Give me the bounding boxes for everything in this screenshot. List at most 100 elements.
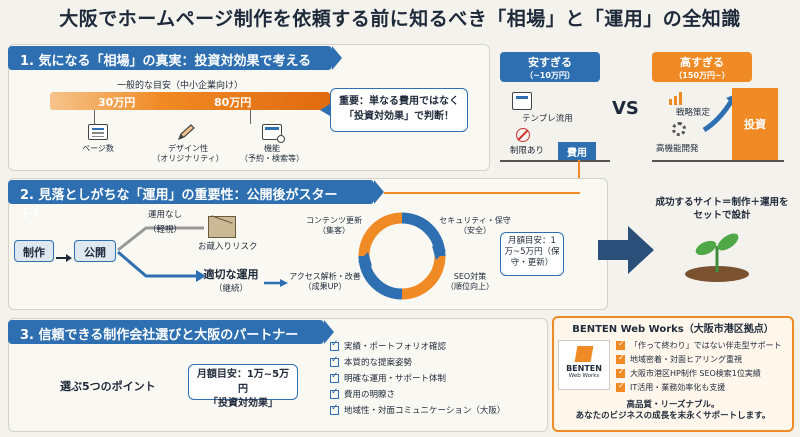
branch-lines (117, 226, 206, 282)
cycle-sub: （成果UP） (303, 282, 347, 291)
no-ops-label: 運用なし （軽視） (140, 210, 190, 235)
checklist-item: 地域性・対面コミュニケーション（大阪） (330, 403, 530, 416)
pages-icon (88, 124, 108, 140)
high-header: 高すぎる （150万円~） (652, 52, 752, 82)
cheap-range: （~10万円） (525, 71, 575, 80)
price-low: 30万円 (98, 96, 136, 109)
factor-label: ページ数 (82, 144, 114, 153)
benten-footer-line1: 高品質・リーズナブル。 (626, 400, 720, 410)
roi-bubble: 月額目安：1万~5万円 「投資対効果」 (188, 364, 298, 409)
logo-sub: Web Works (568, 373, 600, 379)
checkbox-icon (330, 387, 339, 399)
cycle-label: アクセス解析・改善 (289, 272, 361, 281)
big-arrow-icon (598, 226, 654, 274)
sprout-icon (682, 228, 752, 282)
benten-point: 「作って終わり」ではない伴走型サポート (616, 339, 792, 351)
high-bar-label: 投資 (744, 118, 766, 131)
range-marker-low (94, 110, 95, 124)
benten-point: 地域密着・対面ヒアリング重視 (616, 353, 792, 365)
logo-text: BENTEN (566, 364, 602, 373)
checklist-item: 明確な運用・サポート体制 (330, 371, 530, 384)
factor-function: 機能 （予約・検索等） (236, 144, 308, 164)
high-bar: 投資 (732, 88, 778, 160)
roi-bubble-monthly: 月額目安：1万~5万円 (196, 369, 290, 395)
limit-icon (516, 128, 530, 142)
good-ops-arrow-icon (264, 272, 288, 287)
template-icon (512, 92, 532, 110)
checkbox-icon (330, 339, 339, 351)
benten-point-text: 大阪市港区HP制作 SEO検索1位実績 (630, 369, 761, 378)
cycle-sub: （集客） (318, 226, 350, 235)
five-points: 選ぶ5つのポイント (60, 380, 156, 393)
cycle-security: セキュリティ・保守 （安全） (432, 216, 518, 236)
cycle-label: SEO対策 (453, 272, 487, 281)
cheap-item-limit: 制限あり (510, 146, 545, 156)
cycle-label: セキュリティ・保守 (439, 216, 511, 225)
cheap-header: 安すぎる （~10万円） (500, 52, 600, 82)
risk-label: お蔵入りリスク (198, 242, 258, 252)
cycle-sub: （安全） (459, 226, 491, 235)
good-ops-text: 適切な運用 (203, 268, 259, 281)
monthly-text: 月額目安：1万~5万円（保守・更新） (504, 236, 560, 269)
benten-point-text: 「作って終わり」ではない伴走型サポート (630, 341, 782, 350)
cheap-item-template: テンプレ流用 (522, 114, 573, 124)
cycle-sub: （順位向上） (446, 282, 494, 291)
price-high: 80万円 (214, 96, 252, 109)
cheap-title: 安すぎる (528, 56, 572, 69)
benten-point: IT活用・業務効率化も支援 (616, 381, 792, 393)
high-baseline (652, 160, 784, 162)
no-ops-sub: （軽視） (147, 224, 182, 235)
benten-footer: 高品質・リーズナブル。 あなたのビジネスの成長を末永くサポートします。 (556, 400, 790, 423)
cheap-bar-label: 費用 (567, 148, 587, 159)
checkbox-icon (330, 355, 339, 367)
benten-points: 「作って終わり」ではない伴走型サポート 地域密着・対面ヒアリング重視 大阪市港区… (616, 339, 792, 396)
dusty-box-icon (208, 215, 236, 238)
good-ops-sub: （継続） (213, 284, 248, 294)
factor-design: デザイン性 （オリジナリティ） (150, 144, 226, 164)
benten-point-text: 地域密着・対面ヒアリング重視 (630, 355, 742, 364)
cycle-seo: SEO対策 （順位向上） (440, 272, 500, 292)
high-item-strategy: 戦略策定 (676, 108, 711, 118)
checklist-text: 費用の明瞭さ (344, 390, 396, 400)
ops-cycle-icon (358, 212, 446, 300)
checkbox-icon (616, 367, 625, 378)
logo-mark-icon (574, 346, 594, 362)
no-ops-text: 運用なし (147, 210, 182, 220)
step-publish: 公開 (74, 240, 116, 262)
roi-callout: 重要：単なる費用ではなく「投資対効果」で判断！ (330, 88, 468, 132)
benten-point: 大阪市港区HP制作 SEO検索1位実績 (616, 367, 792, 379)
section2-top-rule (384, 192, 580, 194)
checkbox-icon (616, 353, 625, 364)
checkbox-icon (330, 403, 339, 415)
checkbox-icon (616, 339, 625, 350)
good-ops-label: 適切な運用 （継続） (196, 266, 266, 294)
checklist-text: 実績・ポートフォリオ確認 (344, 342, 447, 352)
cycle-label: コンテンツ更新 (306, 216, 362, 225)
checklist-item: 本質的な提案姿勢 (330, 355, 530, 368)
monthly-bubble: 月額目安：1万~5万円（保守・更新） (500, 232, 564, 276)
checklist-item: 実績・ポートフォリオ確認 (330, 339, 530, 352)
function-icon (262, 124, 285, 143)
range-marker-high (250, 110, 251, 124)
success-text: 成功するサイト＝制作＋運用をセットで設計 (652, 196, 792, 223)
benten-footer-line2: あなたのビジネスの成長を末永くサポートします。 (575, 411, 771, 422)
checklist-text: 地域性・対面コミュニケーション（大阪） (344, 406, 506, 416)
checklist-text: 本質的な提案姿勢 (344, 358, 413, 368)
section3-heading: 3. 信頼できる制作会社選びと大阪のパートナー (8, 320, 334, 344)
pencil-icon (176, 124, 196, 142)
step-publish-label: 公開 (84, 246, 106, 259)
vs-label: VS (612, 98, 639, 119)
callout-tail (320, 104, 330, 116)
factor-label: デザイン性 (168, 144, 208, 153)
factor-pages: ページ数 (68, 144, 128, 154)
strategy-icon (668, 90, 686, 106)
gear-icon (672, 122, 686, 136)
scale-label: 一般的な目安（中小企業向け） (116, 81, 243, 91)
cycle-analytics: アクセス解析・改善 （成果UP） (282, 272, 368, 292)
roi-bubble-roi: 「投資対効果」 (208, 398, 278, 409)
cheap-bar: 費用 (558, 142, 596, 160)
high-item-dev: 高機能開発 (656, 144, 699, 154)
connector-line (578, 160, 580, 194)
benten-logo: BENTEN Web Works (558, 340, 610, 390)
factor-label: 機能 (264, 144, 280, 153)
